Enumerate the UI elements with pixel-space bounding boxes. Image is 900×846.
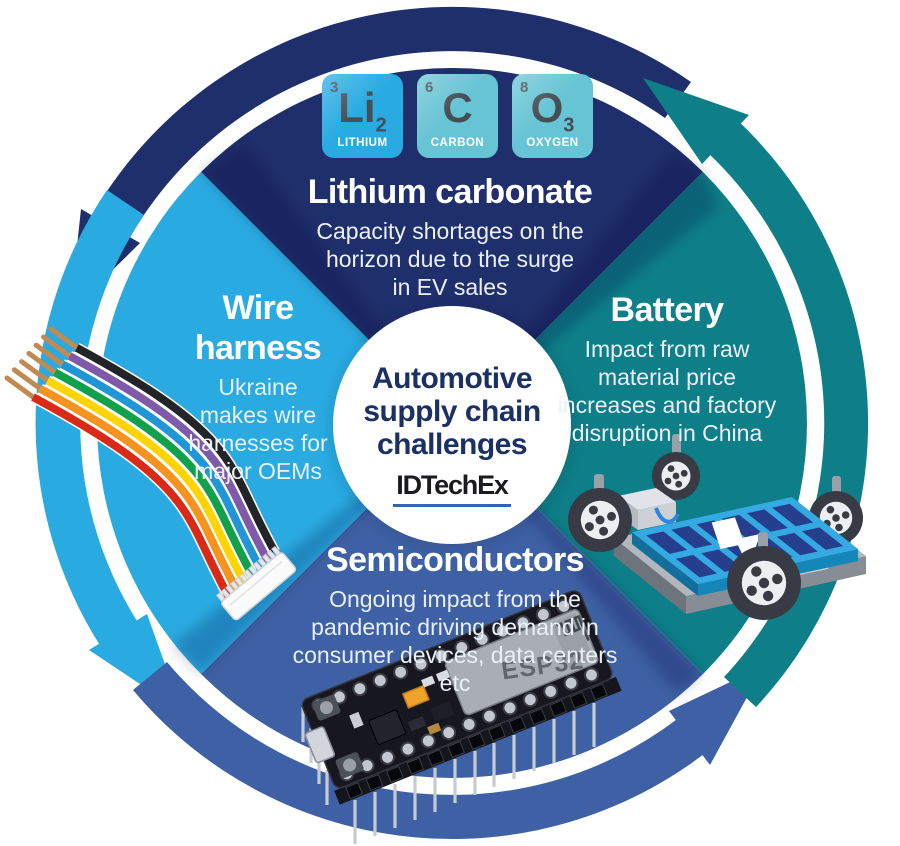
center-hub: Automotive supply chain challenges IDTec… [337, 362, 567, 507]
element-name: LITHIUM [337, 137, 388, 149]
wire-harness-title: Wire harness [194, 289, 322, 367]
wheel-far-left [652, 452, 700, 500]
battery-title: Battery [610, 291, 725, 329]
lithium-carbonate-description: Capacity shortages on the horizon due to… [316, 218, 584, 300]
wedge-wire-harness [97, 172, 452, 674]
element-subscript: 3 [563, 114, 575, 137]
semiconductors-title: Semiconductors [326, 541, 585, 579]
element-subscript: 2 [375, 114, 387, 137]
element-tile-oxygen: 8 O3 OXYGEN [512, 74, 593, 158]
quadrant-text-semiconductors: Semiconductors Ongoing impact from the p… [275, 540, 635, 697]
element-symbol: C [442, 83, 473, 131]
center-title-line: supply chain [363, 395, 541, 428]
esp32-components [304, 669, 455, 778]
battery-description: Impact from raw material price increases… [557, 336, 777, 446]
wire-connector [215, 545, 297, 621]
wheel-near-left [568, 488, 632, 552]
atomic-number: 8 [520, 79, 529, 96]
idtechex-logo: IDTechEx [393, 470, 511, 507]
element-tile-lithium: 3 Li2 LITHIUM [322, 74, 403, 158]
element-symbol: Li2 [338, 83, 387, 137]
semiconductors-description: Ongoing impact from the pandemic driving… [292, 586, 618, 696]
quadrant-text-wire-harness: Wire harness Ukraine makes wire harnesse… [183, 288, 333, 485]
atomic-number: 3 [330, 79, 339, 96]
esp32-board-illustration: ESP32 [301, 590, 622, 844]
esp32-header-sockets [345, 683, 608, 800]
battery-cable [654, 507, 680, 524]
lithium-carbonate-title: Lithium carbonate [307, 173, 593, 211]
center-circle [333, 306, 571, 544]
esp32-pins [301, 703, 596, 844]
quadrant-text-battery: Battery Impact from raw material price i… [547, 290, 787, 447]
wire-harness-description: Ukraine makes wire harnesses for major O… [188, 374, 328, 484]
wire-harness-illustration [4, 326, 297, 621]
esp32-antenna-icon [555, 614, 590, 642]
element-tile-carbon: 6 C CARBON [417, 74, 498, 158]
center-title-line: challenges [376, 428, 528, 461]
atomic-number: 6 [425, 79, 434, 96]
element-symbol: O3 [530, 83, 575, 137]
quadrant-text-lithium-carbonate: Lithium carbonate Capacity shortages on … [290, 172, 610, 301]
wheel-near-right [727, 546, 801, 620]
element-name: CARBON [430, 137, 485, 149]
center-title-line: Automotive [372, 362, 533, 395]
wires [30, 342, 280, 604]
element-name: OXYGEN [526, 137, 579, 149]
wire-copper-tips [4, 326, 80, 400]
ev-chassis-illustration [568, 434, 866, 620]
esp32-usb-port [304, 726, 335, 764]
